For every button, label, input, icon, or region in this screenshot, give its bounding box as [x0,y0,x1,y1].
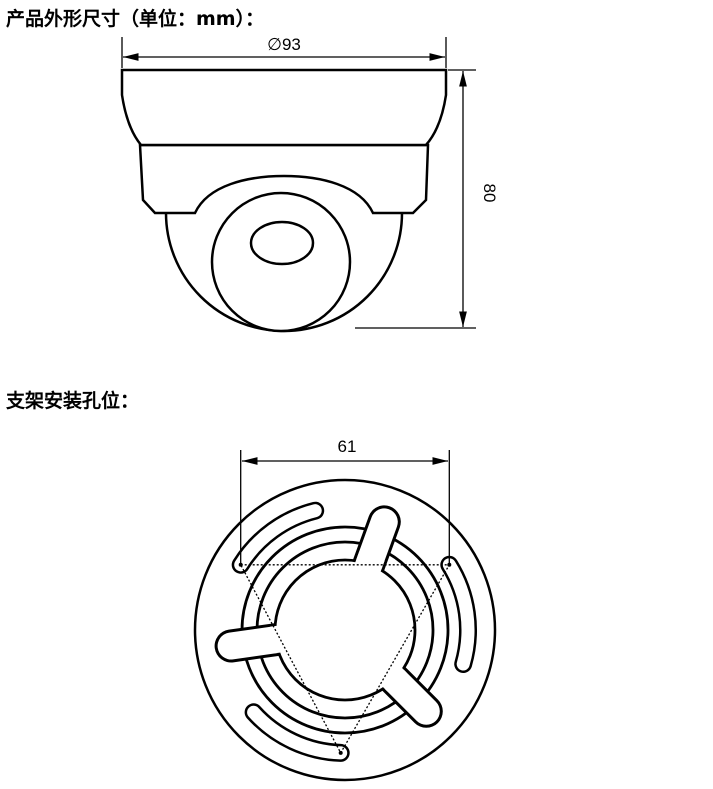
mounting-holes-heading: 支架安装孔位： [6,390,140,412]
diameter-label: ∅93 [267,35,301,54]
bracket-plate [193,478,497,782]
top-cap [120,68,448,147]
diameter-dimension [121,37,447,68]
mounting-slots [231,501,477,762]
hole-spacing-label: 61 [338,437,357,456]
height-dimension [355,69,476,329]
hole-triangle [239,564,451,755]
dimensions-heading: 产品外形尺寸（单位：mm）： [6,8,265,30]
camera-side-view [120,68,448,333]
height-label: 80 [480,184,499,203]
hole-spacing-dimension [240,450,450,563]
middle-band [138,143,430,215]
lens [249,220,315,266]
